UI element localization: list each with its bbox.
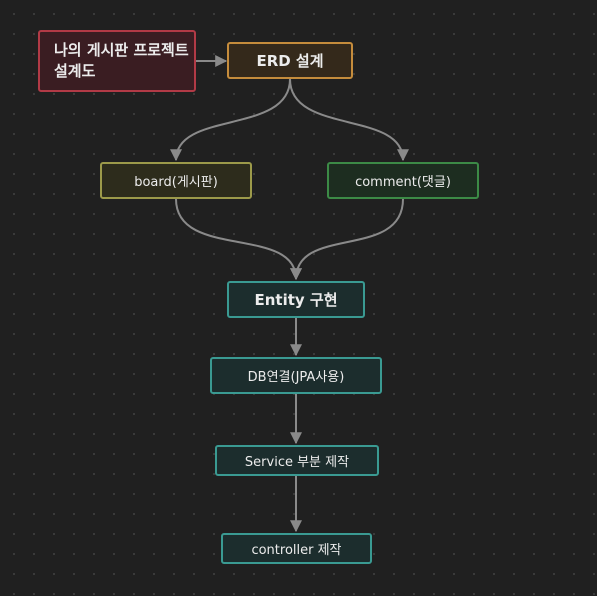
node-db-connection-label: DB연결(JPA사용)	[247, 370, 345, 385]
edge-erd-to-board	[170, 78, 291, 162]
edge-erd-to-comment	[289, 78, 409, 162]
node-entity[interactable]: Entity 구현	[227, 281, 365, 318]
node-db-connection[interactable]: DB연결(JPA사용)	[210, 357, 382, 394]
node-controller-label: controller 제작	[251, 543, 342, 558]
node-service[interactable]: Service 부분 제작	[215, 445, 379, 476]
node-entity-label: Entity 구현	[254, 291, 338, 309]
edge-comment-to-entity	[290, 198, 404, 281]
edge-board-to-entity	[175, 198, 302, 281]
node-service-label: Service 부분 제작	[244, 455, 350, 470]
node-erd-design-label: ERD 설계	[256, 52, 324, 70]
node-erd-design[interactable]: ERD 설계	[227, 42, 353, 79]
node-controller[interactable]: controller 제작	[221, 533, 372, 564]
node-comment-label: comment(댓글)	[355, 175, 451, 190]
node-project-title-label: 나의 게시판 프로젝트 설계도	[54, 41, 189, 80]
node-board[interactable]: board(게시판)	[100, 162, 252, 199]
node-comment[interactable]: comment(댓글)	[327, 162, 479, 199]
node-board-label: board(게시판)	[134, 175, 218, 190]
node-project-title[interactable]: 나의 게시판 프로젝트 설계도	[38, 30, 196, 92]
